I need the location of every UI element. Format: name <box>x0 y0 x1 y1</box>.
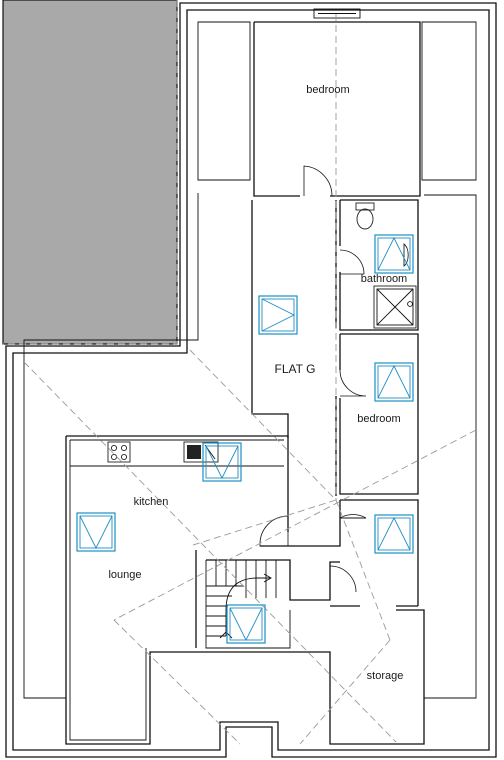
hob-ring <box>110 453 118 461</box>
neighbour-boundary-dashed <box>3 0 178 345</box>
hall-wall-left <box>251 200 289 438</box>
eaves-line-right <box>424 194 477 699</box>
eaves-line-left <box>23 193 199 699</box>
wc-bowl <box>356 208 374 230</box>
room-label-kitchen: kitchen <box>134 496 169 508</box>
outer-wall <box>5 2 497 758</box>
hob-ring <box>120 453 128 461</box>
skylight-icon <box>76 512 116 552</box>
landing-wall <box>260 500 341 547</box>
skylight-icon <box>374 234 414 274</box>
skylight-icon <box>202 442 242 482</box>
eaves-zone-top-right <box>421 21 477 181</box>
neighbour-block <box>2 0 178 345</box>
door-swing-icon <box>259 515 289 547</box>
shower-cross-b <box>376 288 414 326</box>
basin <box>403 243 409 267</box>
skylight-icon <box>226 604 266 644</box>
stair-arrow-line <box>225 577 270 636</box>
storage-wall-upper <box>340 499 419 606</box>
hob-ring <box>110 444 118 452</box>
room-label-bedroom-mid: bedroom <box>357 413 400 425</box>
skylight-icon <box>374 362 414 402</box>
bedroom-top-wall-left <box>253 22 300 197</box>
door-swing-icon <box>329 565 357 593</box>
flat-label: FLAT G <box>275 362 316 376</box>
room-label-storage: storage <box>367 670 404 682</box>
bathroom-walls <box>339 199 419 331</box>
door-swing-icon <box>303 165 333 197</box>
shower-icon <box>373 285 417 329</box>
lounge-outer-wall <box>65 436 425 745</box>
skylight-icon <box>374 514 414 554</box>
chimney <box>313 8 361 19</box>
door-swing-icon <box>339 514 367 519</box>
sink-icon <box>183 441 219 463</box>
roof-pitch-lines <box>23 14 477 745</box>
room-label-lounge: lounge <box>108 569 141 581</box>
room-label-bathroom: bathroom <box>361 273 407 285</box>
lounge-inner-face <box>69 440 147 741</box>
stair-enclosure <box>205 560 291 649</box>
bedroom-mid-walls <box>339 333 419 495</box>
wc-icon <box>355 202 375 211</box>
room-label-bedroom-top: bedroom <box>306 84 349 96</box>
shower-tray <box>376 288 414 326</box>
door-swing-icon <box>339 249 365 275</box>
eaves-zone-top-left <box>197 21 251 181</box>
bedroom-top-wall-right <box>254 21 421 197</box>
kitchen-wall-top <box>66 435 289 532</box>
hob-icon <box>107 441 131 463</box>
skylight-icon <box>258 295 298 335</box>
door-swing-icon <box>339 369 367 397</box>
sink-bowl <box>187 445 201 459</box>
shower-drain <box>407 301 413 307</box>
hob-ring <box>120 444 128 452</box>
stair-arrow-icon <box>263 573 272 583</box>
outer-wall-inner-face <box>12 9 490 751</box>
